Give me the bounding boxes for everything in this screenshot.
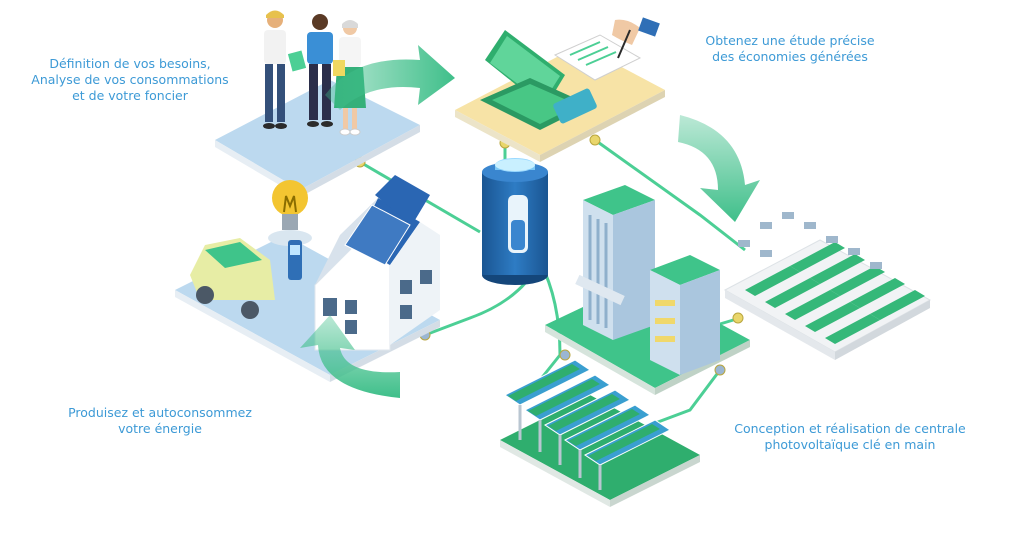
needs-line-1: Définition de vos besoins, [49,56,211,71]
design-caption: Conception et réalisation de centrale ph… [700,421,1000,453]
design-line-1: Conception et réalisation de centrale [734,421,966,436]
study-line-2: des économies générées [712,49,868,64]
produce-line-1: Produisez et autoconsommez [68,405,252,420]
ground-solar-icon [500,359,700,507]
study-line-1: Obtenez une étude précise [705,33,875,48]
people-icon [263,10,366,136]
arrow-to-design [678,115,760,222]
arrow-to-study [325,45,455,110]
study-caption: Obtenez une étude précise des économies … [680,33,900,65]
solar-farm-icon [723,212,932,360]
laptop-icon [480,30,597,130]
battery-icon [482,158,548,285]
needs-caption: Définition de vos besoins, Analyse de vo… [20,56,240,104]
needs-platform [215,80,420,197]
design-line-2: photovoltaïque clé en main [764,437,936,452]
produce-line-2: votre énergie [118,421,202,436]
electric-car-icon [190,238,302,319]
produce-caption: Produisez et autoconsommez votre énergie [40,405,280,437]
factory-icon [575,185,720,375]
needs-line-3: et de votre foncier [72,88,188,103]
clipboard-icon [553,17,660,81]
arrow-to-needs [300,315,400,398]
needs-line-2: Analyse de vos consommations [31,72,229,87]
lightbulb-icon [268,180,312,246]
